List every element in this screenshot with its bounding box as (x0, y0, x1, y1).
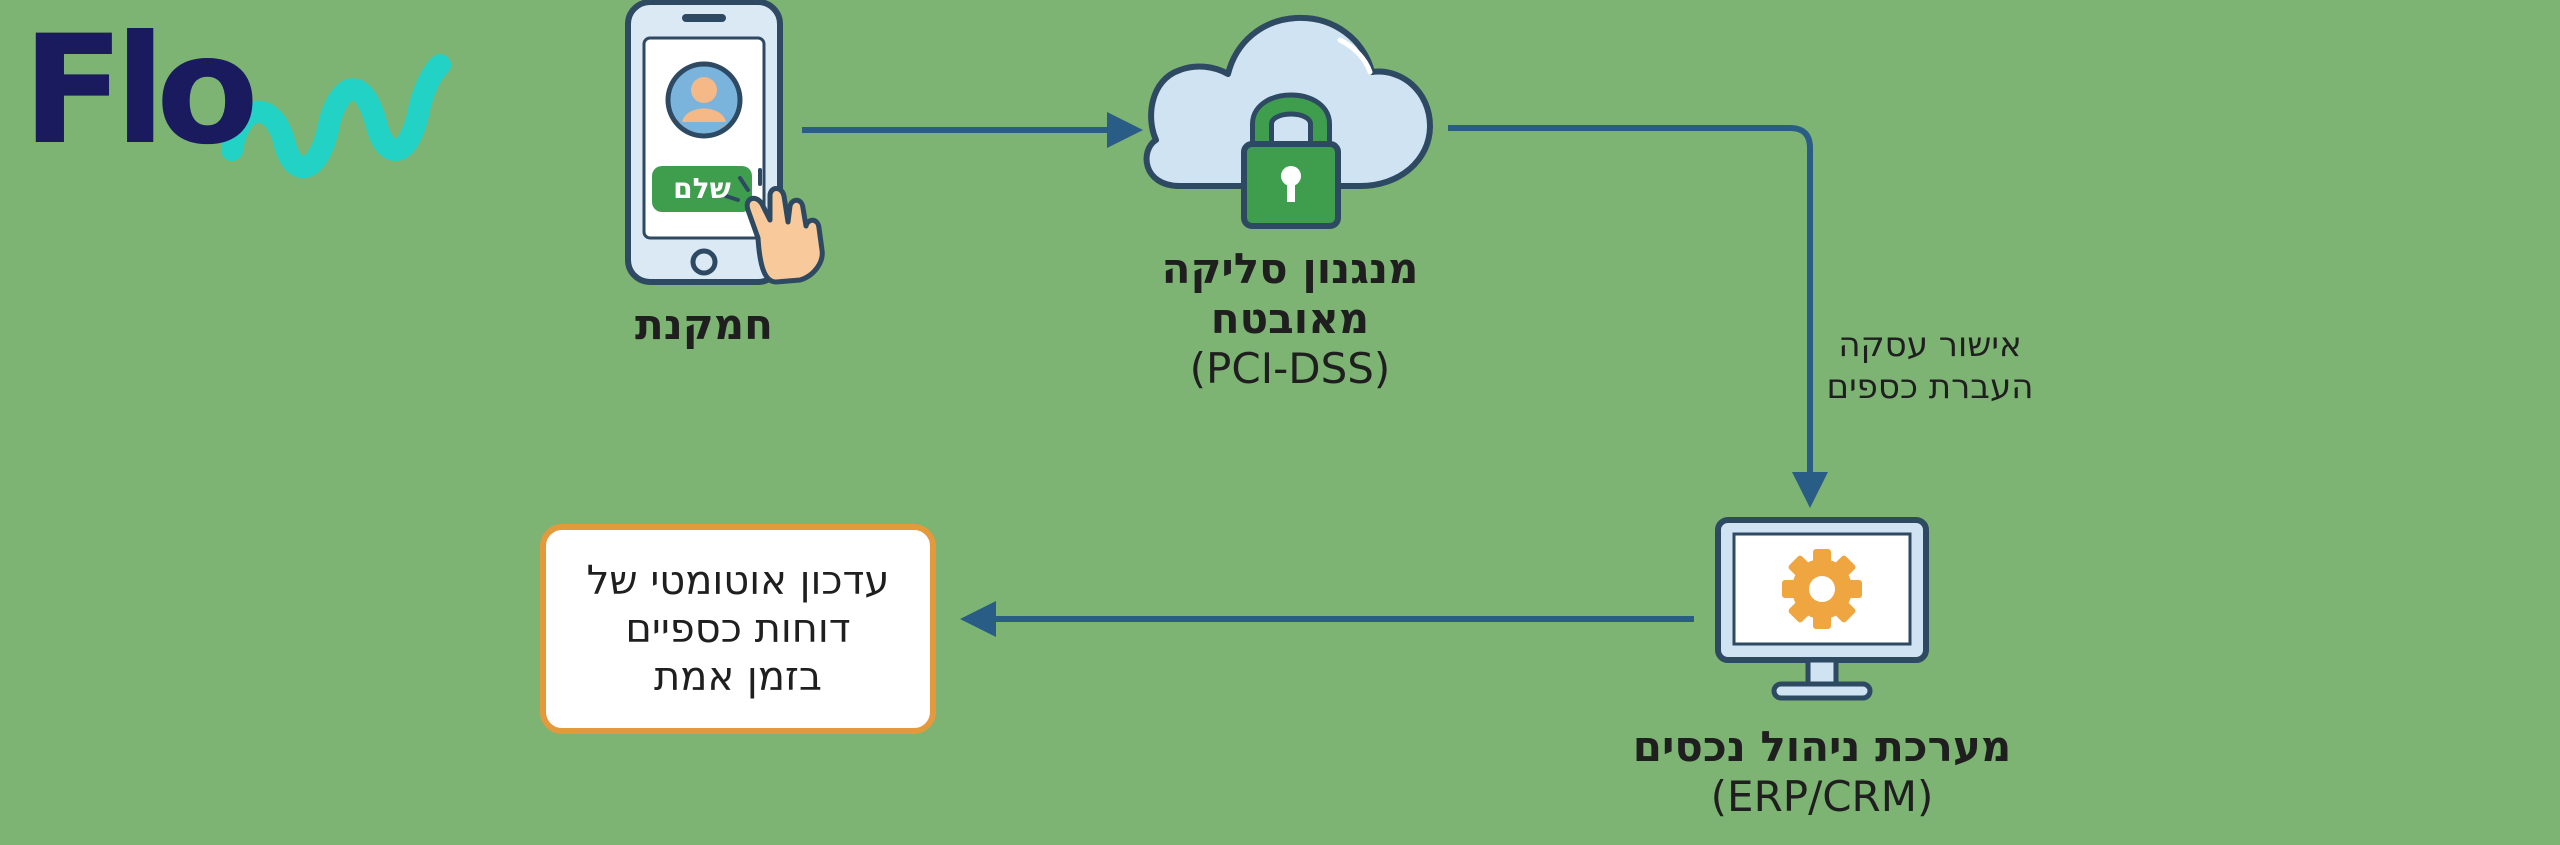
gateway-label-line2: מאובטח (1210, 294, 1370, 343)
report-box: עדכון אוטומטי של דוחות כספיים בזמן אמת (540, 524, 936, 734)
gateway-label-line1: מנגנון סליקה (1161, 244, 1419, 293)
report-text: עדכון אוטומטי של דוחות כספיים בזמן אמת (587, 557, 890, 701)
customer-label: חמקנת (635, 300, 773, 349)
gear-icon (1782, 549, 1862, 629)
edge-label-line2: העברת כספים (1826, 367, 2034, 407)
hand-pointer-icon (724, 168, 825, 285)
erp-label: מערכת ניהול נכסים (ERP/CRM) (1602, 722, 2042, 822)
gateway-label-line3: (PCI-DSS) (1189, 344, 1391, 393)
edge-label-line1: אישור עסקה (1838, 325, 2022, 365)
pay-button: שלם (673, 172, 731, 205)
phone-icon (625, 0, 783, 285)
logo: Flo (22, 4, 259, 178)
report-line1: עדכון אוטומטי של (586, 558, 890, 604)
gateway-label: מנגנון סליקה מאובטח (PCI-DSS) (1100, 244, 1480, 394)
erp-label-line1: מערכת ניהול נכסים (1632, 722, 2012, 771)
edge-label-approval: אישור עסקה העברת כספים (1800, 324, 2060, 408)
erp-label-line2: (ERP/CRM) (1710, 772, 1934, 821)
report-line3: בזמן אמת (654, 654, 822, 700)
logo-wave (221, 54, 451, 178)
cloud-lock-icon (1143, 14, 1433, 229)
report-line2: דוחות כספיים (625, 606, 851, 652)
arrow-gateway-to-erp (1448, 125, 1828, 508)
